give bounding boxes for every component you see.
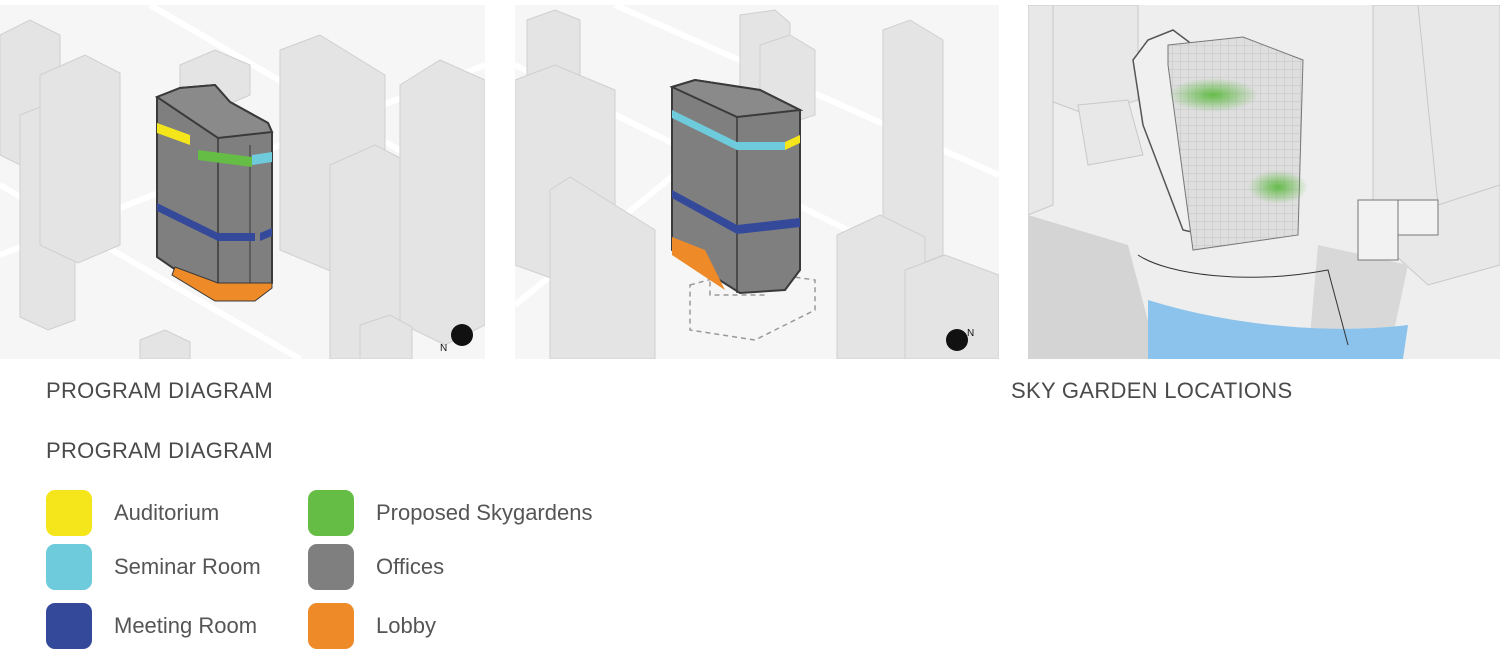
meeting-band [157,203,255,241]
shadow [1028,215,1158,359]
skygarden-upper [1168,78,1258,112]
skygarden-lower [1248,170,1308,204]
meeting-band [672,190,800,234]
legend-item-offices: Offices [308,544,444,590]
north-arrow-1: N [440,324,473,354]
seminar-band [672,110,785,150]
legend-swatch [308,490,354,536]
tower-roof [154,83,274,140]
legend-label: Auditorium [114,500,220,525]
skygarden-band [198,150,252,167]
program-diagram-caption: PROGRAM DIAGRAM [46,378,273,403]
site-boundary [1137,254,1349,346]
svg-text:N: N [967,328,974,339]
north-arrow-2: N [946,328,974,351]
meeting-band-right [260,228,272,241]
program-diagram-view-2: N [515,5,999,359]
legend-item-proposed-skygardens: Proposed Skygardens [308,490,592,536]
sky-garden-locations-rendering [1028,5,1500,359]
legend-item-meeting-room: Meeting Room [46,603,257,649]
legend-swatch [46,603,92,649]
legend-label: Seminar Room [114,554,261,579]
legend-label: Proposed Skygardens [376,500,593,525]
lobby-band [672,237,725,290]
legend-item-lobby: Lobby [308,603,436,649]
program-diagram-view-1: N [0,5,485,359]
legend-swatch [308,544,354,590]
tower-rendering [1132,29,1308,251]
legend-swatch [46,490,92,536]
auditorium-band [157,123,190,145]
river [1148,300,1408,359]
sky-garden-locations-caption: SKY GARDEN LOCATIONS [1011,378,1293,403]
legend-item-seminar-room: Seminar Room [46,544,261,590]
legend-swatch [308,603,354,649]
podium-structure [1357,199,1439,261]
tower-massing-1 [154,83,274,302]
seminar-band [252,152,272,165]
legend-item-auditorium: Auditorium [46,490,219,536]
tower-roof [669,78,804,119]
lobby-band [171,266,273,302]
auditorium-band [785,135,800,150]
legend-label: Offices [376,554,445,579]
legend-label: Lobby [376,613,436,638]
context-buildings [0,19,485,359]
legend-swatch [46,544,92,590]
legend-title: PROGRAM DIAGRAM [46,438,273,463]
context-buildings [515,9,999,359]
tower-massing-2 [669,78,804,295]
legend-label: Meeting Room [114,613,258,638]
svg-text:N: N [440,343,447,354]
